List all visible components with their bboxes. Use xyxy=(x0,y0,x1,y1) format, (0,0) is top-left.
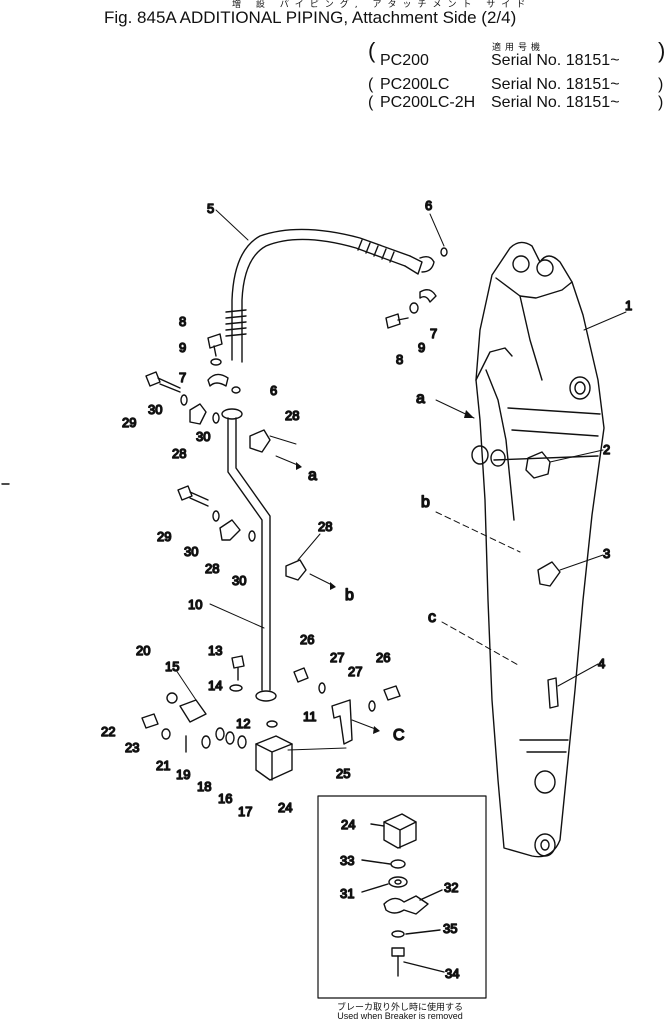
applicable-label-jp: 適用号機 xyxy=(492,43,545,53)
ref-b: b xyxy=(345,587,354,604)
callout-14: 14 xyxy=(208,678,222,693)
callout-30: 30 xyxy=(232,573,246,588)
callout-5: 5 xyxy=(207,201,214,216)
callout-24: 24 xyxy=(278,800,292,815)
callout-33: 33 xyxy=(340,853,354,868)
callout-20: 20 xyxy=(136,643,150,658)
callout-30: 30 xyxy=(184,544,198,559)
serial-number: Serial No. 18151~ xyxy=(491,52,620,69)
callout-35: 35 xyxy=(443,921,457,936)
callout-27: 27 xyxy=(348,664,362,679)
callout-26: 26 xyxy=(300,632,314,647)
ref-a: a xyxy=(308,467,317,484)
callout-7: 7 xyxy=(179,370,186,385)
ref-a: a xyxy=(416,390,425,407)
inset-parts xyxy=(361,813,445,977)
inset-note-jp: ブレーカ取り外し時に使用する xyxy=(336,1003,463,1013)
callout-2: 2 xyxy=(603,442,610,457)
callout-15: 15 xyxy=(165,659,179,674)
callout-10: 10 xyxy=(188,597,202,612)
inset-frame xyxy=(317,795,487,999)
callout-17: 17 xyxy=(238,804,252,819)
callout-8: 8 xyxy=(179,314,186,329)
callout-3: 3 xyxy=(603,546,610,561)
callout-27: 27 xyxy=(330,650,344,665)
arrow-heads xyxy=(296,410,474,734)
model-name: PC200 xyxy=(380,52,429,69)
serial-number: Serial No. 18151~ xyxy=(491,76,620,93)
callout-29: 29 xyxy=(122,415,136,430)
ref-c-upper: C xyxy=(393,727,405,744)
callout-labels: 1 2 3 4 5 6 6 7 7 8 8 9 9 10 11 12 13 14… xyxy=(100,197,633,981)
callout-34: 34 xyxy=(445,966,459,981)
callout-29: 29 xyxy=(157,529,171,544)
figure-title: Fig. 845A ADDITIONAL PIPING, Attachment … xyxy=(104,8,517,27)
callout-7: 7 xyxy=(430,326,437,341)
callout-30: 30 xyxy=(148,402,162,417)
callout-12: 12 xyxy=(236,716,250,731)
callout-9: 9 xyxy=(418,340,425,355)
model-name: PC200LC xyxy=(380,76,450,93)
callout-9: 9 xyxy=(179,340,186,355)
fittings xyxy=(141,247,448,781)
callout-23: 23 xyxy=(125,740,139,755)
callout-6: 6 xyxy=(270,383,277,398)
callout-28: 28 xyxy=(172,446,186,461)
hose xyxy=(225,228,435,363)
callout-25: 25 xyxy=(336,766,350,781)
callout-28: 28 xyxy=(205,561,219,576)
pipe xyxy=(221,408,277,702)
callout-4: 4 xyxy=(598,656,605,671)
callout-31: 31 xyxy=(340,886,354,901)
serial-number: Serial No. 18151~ xyxy=(491,94,620,111)
inset-note-en: Used when Breaker is removed xyxy=(337,1011,463,1021)
callout-6: 6 xyxy=(425,198,432,213)
callout-32: 32 xyxy=(444,880,458,895)
callout-26: 26 xyxy=(376,650,390,665)
callout-24: 24 xyxy=(341,817,355,832)
callout-8: 8 xyxy=(396,352,403,367)
leader-lines xyxy=(175,209,627,751)
callout-1: 1 xyxy=(625,298,632,313)
callout-18: 18 xyxy=(197,779,211,794)
boom-arm xyxy=(471,241,605,858)
callout-22: 22 xyxy=(101,724,115,739)
ref-c: c xyxy=(428,609,436,626)
callout-30: 30 xyxy=(196,429,210,444)
callout-19: 19 xyxy=(176,767,190,782)
callout-16: 16 xyxy=(218,791,232,806)
callout-11: 11 xyxy=(303,709,317,724)
callout-13: 13 xyxy=(208,643,222,658)
ref-b: b xyxy=(421,494,430,511)
callout-28: 28 xyxy=(285,408,299,423)
japanese-title: 増 設 パイピング, アタッチメント サイド xyxy=(232,0,532,10)
callout-21: 21 xyxy=(156,758,170,773)
model-name: PC200LC-2H xyxy=(380,94,476,111)
callout-28: 28 xyxy=(318,519,332,534)
